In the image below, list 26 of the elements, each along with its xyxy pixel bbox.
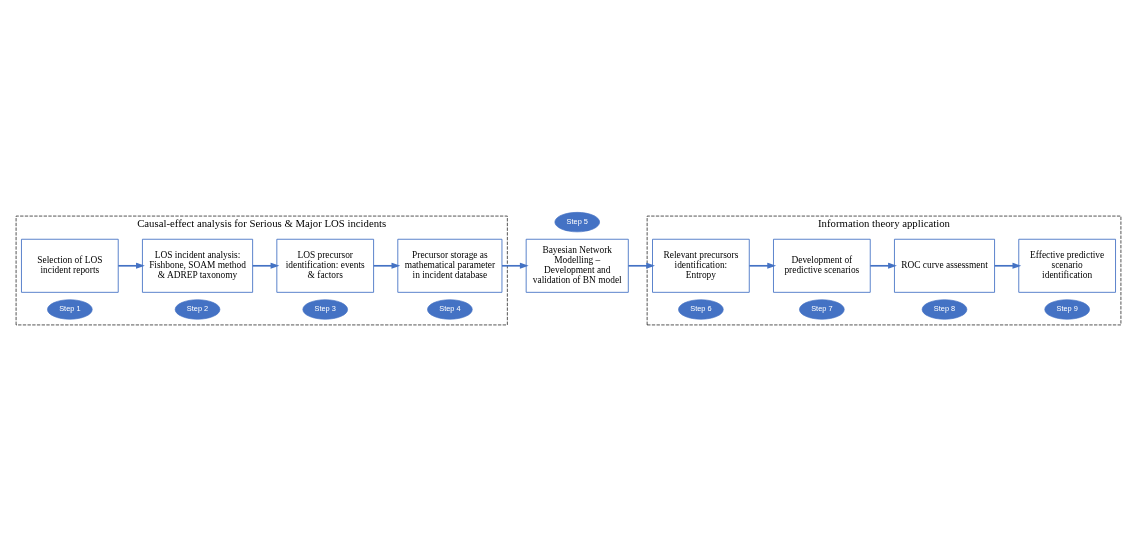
node-box: Development of predictive scenarios [773,238,871,293]
node-ellipse: Step 5 [554,212,600,233]
node-box: LOS precursor identification: events & factors [276,238,375,293]
arrow [372,262,401,269]
node-box: ROC curve assessment [894,238,995,293]
node-box: LOS incident analysis: Fishbone, SOAM method & ADREP taxonomy [142,238,254,293]
node-ellipse: Step 8 [921,299,968,320]
node-ellipse: Step 4 [427,299,473,320]
node-ellipse: Step 9 [1044,299,1090,320]
node-ellipse: Step 2 [174,299,221,320]
arrow [501,262,529,269]
node-box: Precursor storage as mathematical parameter in incident database [397,238,503,293]
node-box: Effective predictive scenario identification [1018,238,1116,293]
node-box: Bayesian Network Modelling – Development and validation of BN model [525,238,629,293]
arrow [117,262,145,269]
node-box: Relevant precursors identification: Entropy [652,238,750,293]
node-ellipse: Step 6 [678,299,724,320]
arrow [627,262,655,269]
node-ellipse: Step 1 [47,299,93,320]
arrow [869,262,897,269]
arrow [251,262,280,269]
node-box: Selection of LOS incident reports [21,238,119,293]
node-ellipse: Step 7 [799,299,845,320]
arrow [993,262,1022,269]
node-ellipse: Step 3 [302,299,348,320]
arrow [748,262,776,269]
